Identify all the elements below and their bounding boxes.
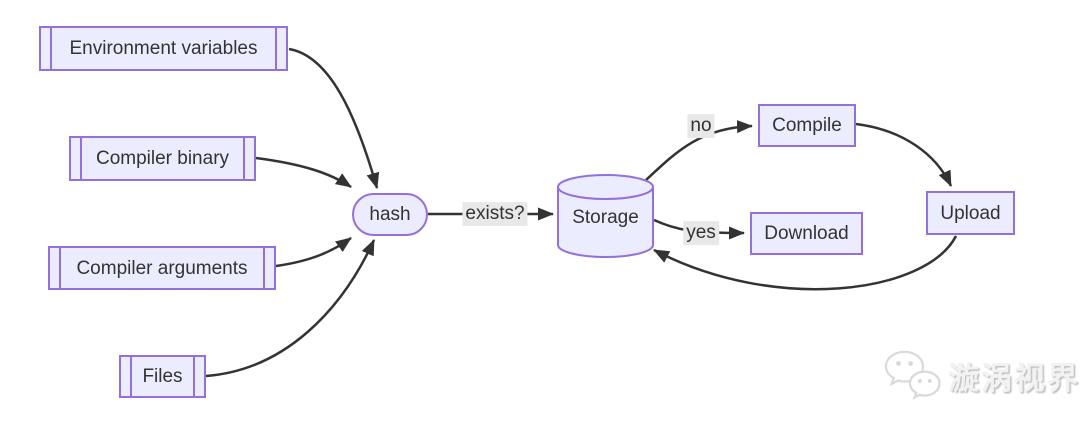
node-label: Download xyxy=(764,223,849,244)
node-upload: Upload xyxy=(926,191,1015,235)
node-compiler-arguments: Compiler arguments xyxy=(48,246,276,290)
edge-compile-to-upload xyxy=(855,122,953,187)
node-files: Files xyxy=(119,355,206,398)
edge-label-exists: exists? xyxy=(462,202,528,226)
node-download: Download xyxy=(750,212,863,255)
edge-env-to-hash xyxy=(288,47,380,189)
node-compiler-binary: Compiler binary xyxy=(69,136,256,181)
node-hash: hash xyxy=(352,193,428,236)
edge-files-to-hash xyxy=(205,239,376,378)
storage-cylinder-shape xyxy=(557,174,654,258)
edge-upload-to-storage xyxy=(653,235,958,291)
node-label: Compile xyxy=(772,115,842,136)
edge-binary-to-hash xyxy=(255,156,352,189)
edge-label-yes: yes xyxy=(683,221,719,245)
node-label: Upload xyxy=(940,202,1001,224)
watermark: 漩涡视界 xyxy=(884,350,1080,400)
node-label: Compiler binary xyxy=(95,148,230,169)
node-label: Storage xyxy=(572,207,639,228)
node-label: Compiler arguments xyxy=(76,257,248,279)
node-label: hash xyxy=(369,204,411,225)
node-label: Environment variables xyxy=(69,38,258,59)
watermark-text: 漩涡视界 xyxy=(948,360,1080,396)
chat-bubbles-icon xyxy=(884,350,941,400)
edge-args-to-hash xyxy=(275,236,352,268)
node-label: Files xyxy=(142,366,183,387)
edge-storage-to-compile xyxy=(645,120,753,181)
node-environment-variables: Environment variables xyxy=(39,26,288,71)
edge-label-no: no xyxy=(687,114,715,138)
node-storage: Storage xyxy=(558,196,653,240)
node-compile: Compile xyxy=(758,104,856,147)
